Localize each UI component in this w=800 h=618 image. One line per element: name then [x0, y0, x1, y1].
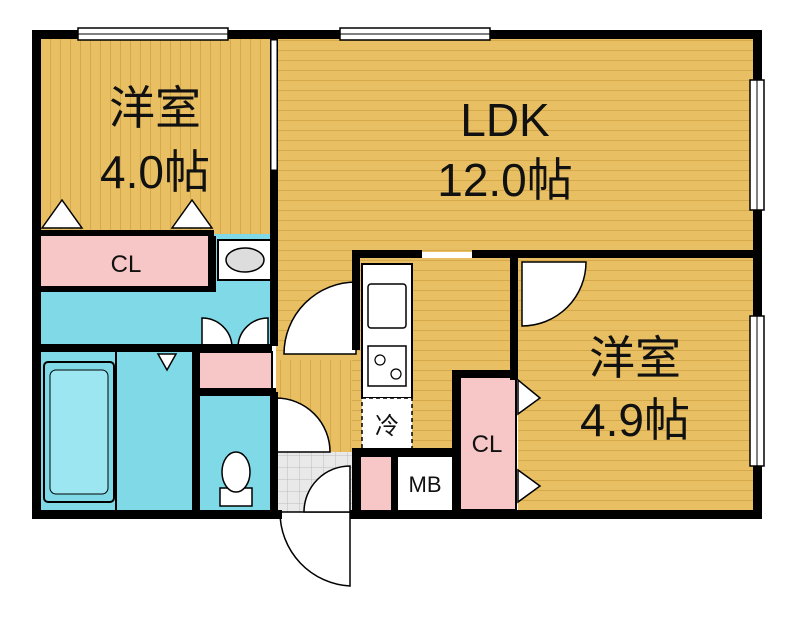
door-swing-room2 — [521, 261, 587, 327]
washroom-storage — [197, 351, 273, 391]
sink-icon — [367, 283, 407, 329]
ldk-name: LDK — [460, 94, 550, 146]
closet-2-label: CL — [472, 431, 503, 458]
closet-1 — [39, 233, 213, 291]
toilet-icon — [221, 451, 251, 493]
western-room-1-floor — [40, 38, 272, 234]
door-swing-toilet — [275, 397, 331, 453]
door-swing-entrance — [279, 511, 351, 587]
meter-box-label: MB — [409, 472, 442, 497]
folding-door-right — [237, 317, 269, 347]
closet-2 — [459, 373, 517, 511]
folding-door-left — [201, 317, 233, 347]
stove-icon — [367, 345, 407, 387]
bathtub-inner — [49, 369, 109, 495]
door-swing-hall — [283, 281, 357, 355]
ldk-size: 12.0帖 — [437, 154, 573, 206]
windows — [77, 27, 765, 467]
closet-2-door-bottom — [517, 468, 542, 504]
refrigerator-label: 冷 — [375, 413, 399, 440]
ldk-floor — [276, 38, 754, 252]
door-swing-shoebox — [303, 465, 351, 513]
closet-1-label: CL — [111, 251, 142, 278]
western-room-2-size: 4.9帖 — [580, 394, 690, 446]
bath-door-triangle — [156, 353, 178, 372]
closet-1-door-left — [40, 198, 84, 229]
western-room-2-name: 洋室 — [589, 332, 681, 384]
western-room-1-size: 4.0帖 — [100, 146, 210, 198]
closet-2-door-top — [517, 378, 542, 416]
entry-storage — [359, 455, 393, 513]
closet-1-door-right — [170, 198, 214, 229]
basin-bowl-icon — [225, 247, 265, 273]
western-room-1-name: 洋室 — [109, 82, 201, 134]
